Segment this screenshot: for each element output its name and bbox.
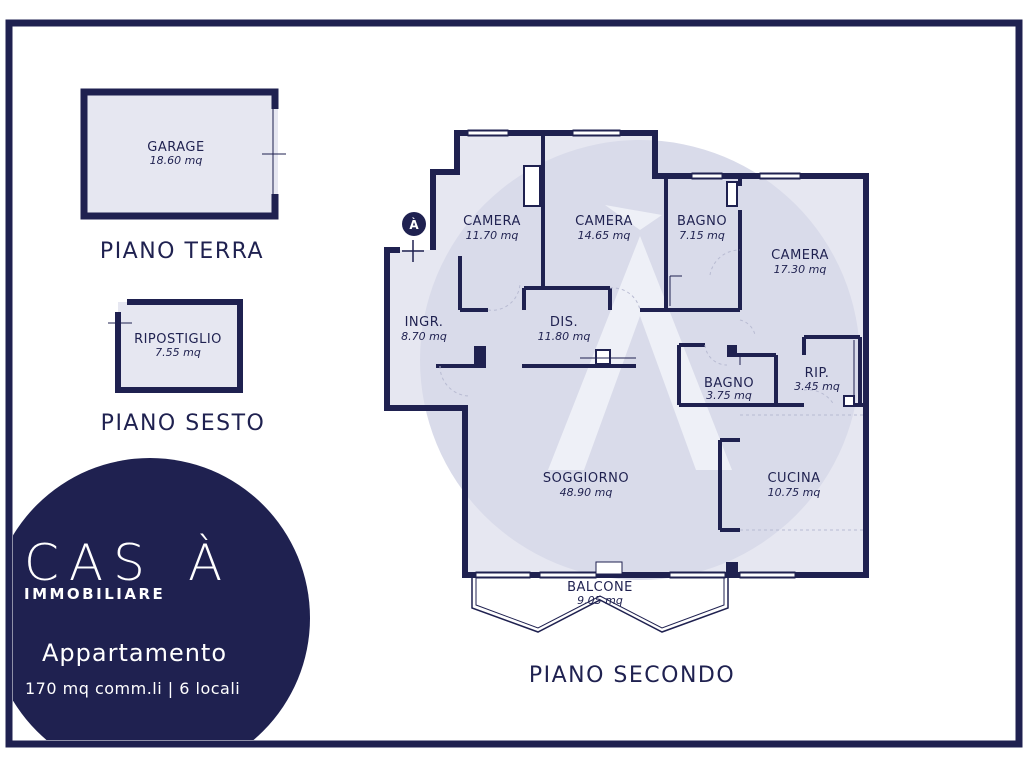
room-label-garage: GARAGE (147, 140, 204, 155)
room-label-bagno-2: BAGNO (704, 376, 754, 391)
storage-walls (115, 299, 243, 393)
room-area-balcone: 9.05 mq (577, 594, 623, 607)
room-label-soggiorno: SOGGIORNO (543, 471, 629, 486)
brand-name-accent: À (188, 533, 232, 592)
room-label-camera-2: CAMERA (575, 214, 633, 229)
room-area-cucina: 10.75 mq (768, 486, 821, 499)
entrance-marker: À (402, 212, 426, 262)
balcony-railing (471, 575, 729, 633)
room-label-bagno-1: BAGNO (677, 214, 727, 229)
watermark-circle (420, 140, 860, 580)
brand-subtitle: IMMOBILIARE (24, 585, 165, 603)
room-area-garage: 18.60 mq (150, 154, 203, 167)
room-label-ingresso: INGR. (405, 315, 444, 330)
listing-details: 170 mq comm.li | 6 locali (25, 679, 240, 698)
room-area-soggiorno: 48.90 mq (560, 486, 613, 499)
watermark-logo (420, 140, 860, 580)
balcony-railing-inner (475, 575, 725, 629)
room-area-disimpegno: 11.80 mq (538, 330, 591, 343)
storage-area (118, 302, 240, 390)
room-label-balcone: BALCONE (567, 580, 633, 595)
room-label-disimpegno: DIS. (550, 315, 578, 330)
interior-walls (436, 133, 866, 532)
room-area-ripostiglio: 3.45 mq (794, 380, 840, 393)
floor-label-second: PIANO SECONDO (529, 663, 735, 688)
garage-area (84, 92, 278, 216)
room-area-bagno-1: 7.15 mq (679, 229, 725, 242)
listing-title: Appartamento (42, 639, 227, 667)
floor-label-ground: PIANO TERRA (100, 239, 264, 264)
brand-circle (13, 458, 310, 740)
garage-walls (80, 88, 279, 220)
structural-columns (474, 165, 855, 575)
room-area-ingresso: 8.70 mq (401, 330, 447, 343)
entrance-marker-letter: À (409, 217, 419, 232)
door-swings (439, 249, 866, 531)
floor-label-sixth: PIANO SESTO (101, 411, 266, 436)
exterior-walls (384, 130, 869, 578)
room-label-cucina: CUCINA (767, 471, 820, 486)
brand-panel: CAS À IMMOBILIARE Appartamento 170 mq co… (13, 458, 310, 740)
room-area-camera-2: 14.65 mq (578, 229, 631, 242)
watermark-accent (605, 205, 662, 230)
windows (468, 131, 800, 577)
brand-name: CAS (24, 534, 155, 592)
room-area-camera-1: 11.70 mq (466, 229, 519, 242)
page-frame (5, 19, 1023, 748)
room-label-camera-1: CAMERA (463, 214, 521, 229)
watermark-letter (548, 236, 732, 470)
entrance-marker-circle (402, 212, 426, 236)
room-area-camera-3: 17.30 mq (774, 263, 827, 276)
window-frames (467, 129, 801, 579)
room-label-storage: RIPOSTIGLIO (134, 332, 222, 347)
second-floor-plan: À CAMERA 11.70 mq CAMERA 14.65 mq BAGNO … (384, 129, 869, 688)
room-label-camera-3: CAMERA (771, 248, 829, 263)
fixture-lines (580, 275, 855, 396)
room-area-bagno-2: 3.75 mq (706, 389, 752, 402)
sixth-floor-plan: RIPOSTIGLIO 7.55 mq PIANO SESTO (101, 299, 266, 436)
room-area-storage: 7.55 mq (155, 346, 201, 359)
ground-floor-plan: GARAGE 18.60 mq PIANO TERRA (80, 88, 286, 264)
room-label-ripostiglio: RIP. (805, 366, 830, 381)
